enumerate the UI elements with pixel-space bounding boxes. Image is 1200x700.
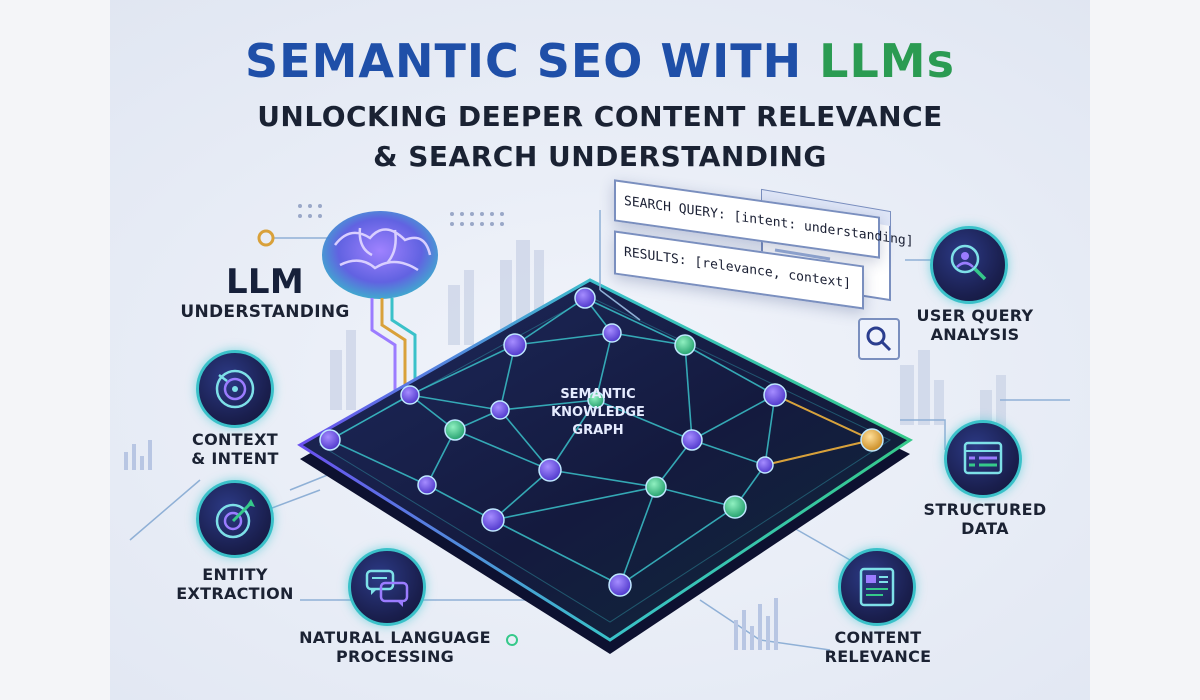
center-label-line-3: GRAPH bbox=[572, 423, 623, 438]
content-relevance-label: CONTENT RELEVANCE bbox=[808, 628, 948, 666]
user-query-analysis-label: USER QUERY ANALYSIS bbox=[900, 306, 1050, 344]
chat-bubbles-icon bbox=[348, 548, 426, 626]
knowledge-graph-platform bbox=[297, 278, 913, 654]
graph-node bbox=[400, 385, 420, 405]
target-spiral-icon bbox=[196, 350, 274, 428]
graph-nodes bbox=[319, 287, 884, 597]
title-part-1: SEMANTIC SEO WITH bbox=[245, 34, 820, 88]
sd-label-line-1: STRUCTURED bbox=[923, 500, 1047, 519]
llm-understanding-label: LLM UNDERSTANDING bbox=[170, 262, 360, 322]
center-label-line-2: KNOWLEDGE bbox=[551, 405, 645, 420]
graph-node bbox=[444, 419, 466, 441]
graph-node bbox=[608, 573, 632, 597]
nlp-label-line-2: PROCESSING bbox=[335, 647, 455, 666]
center-label: SEMANTIC KNOWLEDGE GRAPH bbox=[551, 387, 645, 438]
bar-decoration-bottom bbox=[734, 598, 778, 650]
green-ring-decoration bbox=[506, 634, 518, 646]
document-layout-icon bbox=[838, 548, 916, 626]
cr-label-line-1: CONTENT bbox=[834, 628, 922, 647]
graph-node bbox=[490, 400, 510, 420]
right-margin bbox=[1090, 0, 1200, 700]
sd-label-line-2: DATA bbox=[961, 519, 1009, 538]
bar-decoration-left bbox=[124, 440, 152, 470]
graph-node bbox=[763, 383, 787, 407]
search-button bbox=[858, 318, 900, 360]
cr-label-line-2: RELEVANCE bbox=[824, 647, 932, 666]
graph-node bbox=[417, 475, 437, 495]
graph-node bbox=[860, 428, 884, 452]
subtitle-line-2: & SEARCH UNDERSTANDING bbox=[373, 140, 827, 173]
subtitle-line-1: UNLOCKING DEEPER CONTENT RELEVANCE bbox=[257, 100, 943, 133]
context-label-line-2: & INTENT bbox=[191, 449, 279, 468]
graph-node bbox=[674, 334, 696, 356]
structured-data-label: STRUCTURED DATA bbox=[910, 500, 1060, 538]
context-intent-label: CONTEXT & INTENT bbox=[170, 430, 300, 468]
target-arrow-icon bbox=[196, 480, 274, 558]
llm-label-main: LLM bbox=[225, 262, 305, 302]
graph-node bbox=[587, 391, 605, 409]
graph-node bbox=[503, 333, 527, 357]
data-table-icon bbox=[944, 420, 1022, 498]
graph-node bbox=[756, 456, 774, 474]
brain-icon bbox=[322, 211, 438, 400]
search-connector-2 bbox=[599, 289, 641, 321]
graph-node bbox=[538, 458, 562, 482]
gold-ring-decoration bbox=[257, 229, 275, 247]
page-title: SEMANTIC SEO WITH LLMs bbox=[0, 34, 1200, 88]
left-margin bbox=[0, 0, 110, 700]
graph-node bbox=[681, 429, 703, 451]
entity-label-line-1: ENTITY bbox=[202, 565, 268, 584]
nlp-label-line-1: NATURAL LANGUAGE bbox=[299, 628, 491, 647]
graph-node bbox=[723, 495, 747, 519]
nlp-label: NATURAL LANGUAGE PROCESSING bbox=[290, 628, 500, 666]
graph-node bbox=[319, 429, 341, 451]
graph-node bbox=[602, 323, 622, 343]
title-part-2: LLMs bbox=[819, 34, 955, 88]
graph-edges-gold bbox=[764, 394, 873, 466]
dot-pattern-top bbox=[298, 204, 504, 226]
center-label-line-1: SEMANTIC bbox=[560, 387, 635, 402]
graph-node bbox=[645, 476, 667, 498]
graph-node bbox=[574, 287, 596, 309]
user-search-icon bbox=[930, 226, 1008, 304]
magnifier-icon bbox=[866, 326, 892, 352]
entity-extraction-label: ENTITY EXTRACTION bbox=[160, 565, 310, 603]
entity-label-line-2: EXTRACTION bbox=[176, 584, 294, 603]
context-label-line-1: CONTEXT bbox=[192, 430, 278, 449]
llm-label-sub: UNDERSTANDING bbox=[180, 302, 350, 322]
graph-node bbox=[481, 508, 505, 532]
uqa-label-line-1: USER QUERY bbox=[916, 306, 1034, 325]
uqa-label-line-2: ANALYSIS bbox=[930, 325, 1020, 344]
